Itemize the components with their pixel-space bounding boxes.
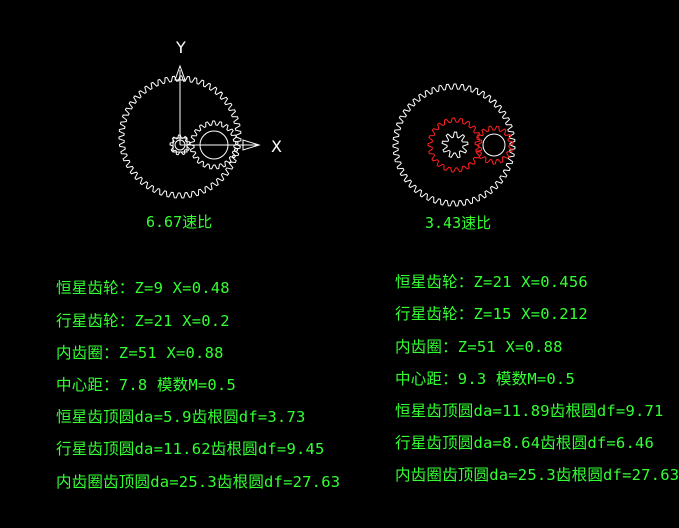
right-sun-diameters: 恒星齿顶圆da=11.89齿根圆df=9.71 — [395, 402, 664, 420]
ucs-axes-icon — [172, 64, 261, 153]
left-gear-assembly: Y X — [118, 38, 282, 199]
right-center-distance: 中心距：9.3 模数M=0.5 — [395, 370, 575, 388]
left-ratio-caption: 6.67速比 — [146, 213, 213, 231]
left-ring-diameters: 内齿圈齿顶圆da=25.3齿根圆df=27.63 — [56, 473, 341, 491]
right-planet-gear — [474, 125, 514, 165]
left-center-distance: 中心距：7.8 模数M=0.5 — [56, 376, 236, 394]
right-gear-assembly — [392, 83, 516, 207]
y-axis-label: Y — [175, 38, 186, 57]
right-planet-gear-spec: 行星齿轮：Z=15 X=0.212 — [395, 305, 588, 323]
left-sun-diameters: 恒星齿顶圆da=5.9齿根圆df=3.73 — [56, 408, 306, 426]
left-ring-gear — [118, 75, 242, 199]
right-ring-gear — [392, 83, 516, 207]
right-sun-gear — [427, 117, 483, 173]
right-ring-diameters: 内齿圈齿顶圆da=25.3齿根圆df=27.63 — [395, 466, 679, 484]
left-planet-gear-spec: 行星齿轮：Z=21 X=0.2 — [56, 312, 230, 330]
right-sun-gear-core — [441, 131, 469, 159]
left-sun-gear-spec: 恒星齿轮：Z=9 X=0.48 — [56, 279, 230, 297]
right-planet-bore — [482, 133, 506, 157]
x-axis-label: X — [271, 137, 282, 156]
left-planet-diameters: 行星齿顶圆da=11.62齿根圆df=9.45 — [56, 440, 325, 458]
right-sun-gear-spec: 恒星齿轮：Z=21 X=0.456 — [395, 273, 588, 291]
right-planet-diameters: 行星齿顶圆da=8.64齿根圆df=6.46 — [395, 434, 655, 452]
right-ratio-caption: 3.43速比 — [425, 214, 492, 232]
left-ring-gear-spec: 内齿圈：Z=51 X=0.88 — [56, 344, 224, 362]
right-ring-gear-spec: 内齿圈：Z=51 X=0.88 — [395, 338, 563, 356]
